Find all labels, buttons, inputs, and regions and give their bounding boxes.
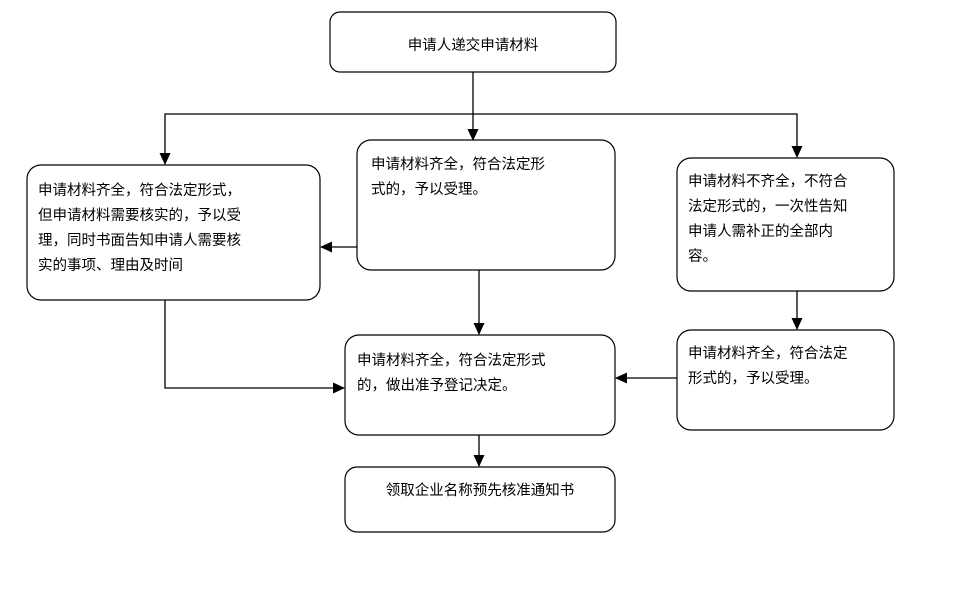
edge-accept-complete-to-verify-needed [320, 241, 357, 253]
edge-accept-complete-to-approve [473, 270, 485, 335]
node-receive-notice-box[interactable] [344, 466, 616, 533]
edge-accept-after-fix-to-approve [615, 372, 677, 384]
node-accept-complete-box[interactable] [356, 139, 616, 271]
edge-submit-to-incomplete-notify [473, 113, 803, 158]
node-verify-needed-box[interactable] [26, 164, 321, 301]
edge-verify-needed-to-approve [164, 300, 345, 394]
edge-approve-to-receive-notice [473, 435, 485, 467]
node-incomplete-notify-box[interactable] [676, 157, 895, 292]
edge-incomplete-to-accept-after-fix [791, 291, 803, 330]
node-submit-box[interactable] [329, 11, 617, 73]
node-approve-registration-box[interactable] [344, 334, 616, 436]
node-accept-after-fix-box[interactable] [676, 329, 895, 431]
edge-submit-to-bus [467, 72, 479, 141]
edge-submit-to-verify-needed [159, 113, 473, 165]
